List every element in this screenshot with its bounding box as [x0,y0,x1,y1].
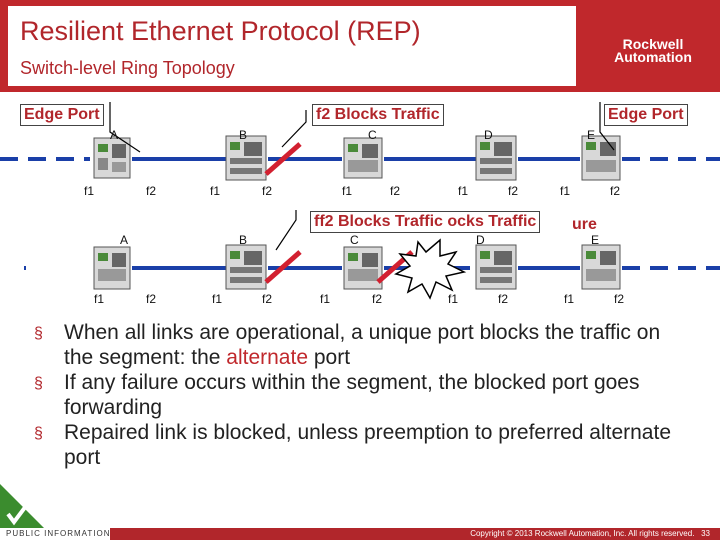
f2-blocks-traffic-callout: f2 Blocks Traffic [312,104,444,126]
row1-port-label: f2 [390,184,401,198]
f2-blocks-arrow [281,110,307,148]
row1-port-label: f1 [560,184,571,198]
switch-d-row1-icon [475,135,517,181]
row1-port-label: f1 [84,184,95,198]
row2-switch-c-label: C [350,233,359,247]
switch-a-row1-icon [93,137,131,179]
row1-switch-e-label: E [587,128,596,142]
bullet-text-end: port [308,346,351,369]
bullet-text: Repaired link is blocked, unless preempt… [64,421,672,469]
title-box: Resilient Ethernet Protocol (REP) Switch… [8,6,576,86]
bullet-square-icon: § [34,425,43,442]
footer-bar [0,528,720,540]
row2-port-label: f1 [212,292,223,306]
switch-e-row1-icon [581,135,621,181]
edge-port-right-callout: Edge Port [604,104,688,126]
copyright-notice: Copyright © 2013 Rockwell Automation, In… [470,529,695,538]
row1-port-label: f2 [262,184,273,198]
row2-blocked-port-mark [264,250,302,284]
row1-switch-b-label: B [239,128,248,142]
switch-a-row2-icon [93,246,131,290]
bullet-item: § If any failure occurs within the segme… [34,370,694,420]
switch-d-row2-icon [475,244,517,290]
row2-port-label: f1 [448,292,459,306]
row1-port-label: f2 [508,184,519,198]
row2-switch-a-label: A [120,233,129,247]
pointer-arrows [109,102,615,251]
header-bar: Resilient Ethernet Protocol (REP) Switch… [0,0,720,92]
bullet-square-icon: § [34,375,43,392]
edge-port-right-arrow [599,102,615,151]
row2-switches [93,244,621,290]
row2-switch-e-label: E [591,233,600,247]
bullet-text: If any failure occurs within the segment… [64,371,640,419]
row1-port-label: f1 [210,184,221,198]
row2-port-label: f1 [564,292,575,306]
bullet-highlight: alternate [226,346,309,369]
row2-switch-d-label: D [476,233,485,247]
row1-blocked-port-mark [264,142,302,176]
row2-blocks-arrow [275,210,297,251]
row2-blocks-traffic-callout: ff2 Blocks Traffic ocks Traffic [310,211,541,233]
footer-label-area [0,528,110,540]
row1-port-label: f1 [458,184,469,198]
classification-label: PUBLIC INFORMATION [6,529,111,538]
row1-port-label: f1 [342,184,353,198]
row1-switches [93,135,621,181]
edge-port-left-callout: Edge Port [20,104,104,126]
row1-switch-a-label: A [110,128,119,142]
bullet-item: § When all links are operational, a uniq… [34,320,694,370]
row2-port-label: f2 [262,292,273,306]
ring-topology-diagram [0,102,720,300]
switch-c-row2-icon [343,246,383,290]
row1-switch-c-label: C [368,128,377,142]
bullet-text: When all links are operational, a unique… [64,321,661,369]
logo-line1: Rockwell [622,36,684,52]
row2-port-label: f2 [146,292,157,306]
row2-port-label: f2 [498,292,509,306]
copyright-text: Copyright © 2013 Rockwell Automation, In… [470,529,710,538]
logo-line2: Automation [614,49,692,65]
row1-port-label: f2 [610,184,621,198]
row2-port-label: f1 [94,292,105,306]
row1-port-label: f2 [146,184,157,198]
switch-b-row2-icon [225,244,267,290]
bullet-square-icon: § [34,325,43,342]
bullet-item: § Repaired link is blocked, unless preem… [34,420,694,470]
bullet-list: § When all links are operational, a uniq… [34,320,694,470]
row2-port-label: f2 [614,292,625,306]
switch-b-row1-icon [225,135,267,181]
row2-port-label: f2 [372,292,383,306]
checkmark-icon [0,484,44,528]
row2-port-label: f1 [320,292,331,306]
row2-switch-b-label: B [239,233,248,247]
rockwell-logo: Rockwell Automation [598,36,708,65]
page-subtitle: Switch-level Ring Topology [20,58,235,78]
row1-switch-d-label: D [484,128,493,142]
failure-suffix-label: ure [572,215,597,235]
edge-port-left-arrow [109,102,141,153]
page-number: 33 [701,529,710,538]
link-failure-icon [394,238,467,300]
switch-e-row2-icon [581,244,621,290]
switch-c-row1-icon [343,137,383,179]
page-title: Resilient Ethernet Protocol (REP) [20,16,421,46]
